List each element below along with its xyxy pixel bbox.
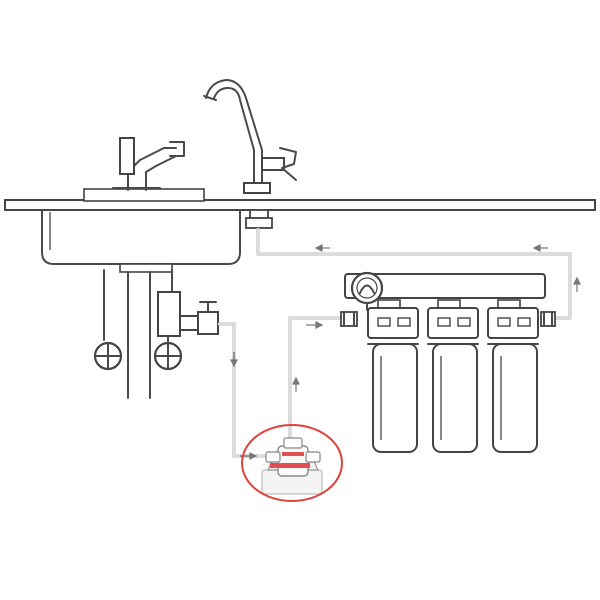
countertop — [4, 199, 596, 211]
sink-basin — [41, 188, 241, 399]
flow-arrow-left-2 — [314, 244, 330, 252]
filter-housing — [487, 299, 539, 453]
flow-arrow-down — [230, 352, 238, 368]
flow-arrow-left-1 — [532, 244, 548, 252]
flow-arrows — [230, 244, 581, 460]
mounting-bracket — [344, 273, 546, 299]
highlight-circle — [241, 424, 343, 502]
flow-arrow-right-2 — [306, 321, 324, 329]
outlet-fitting — [540, 311, 556, 327]
filter-housing — [427, 299, 479, 453]
flow-arrow-up-2 — [573, 276, 581, 292]
filter-housing — [367, 299, 419, 453]
filter-assembly — [340, 271, 556, 453]
drinking-water-faucet — [203, 79, 297, 229]
auto-shutoff-valve — [261, 437, 323, 495]
mixer-faucet — [112, 137, 185, 191]
feed-tee-valve — [157, 291, 219, 344]
inlet-fitting — [340, 311, 358, 327]
supply-valves — [93, 269, 183, 371]
pressure-gauge — [350, 271, 384, 311]
flow-arrow-up-1 — [292, 376, 300, 392]
